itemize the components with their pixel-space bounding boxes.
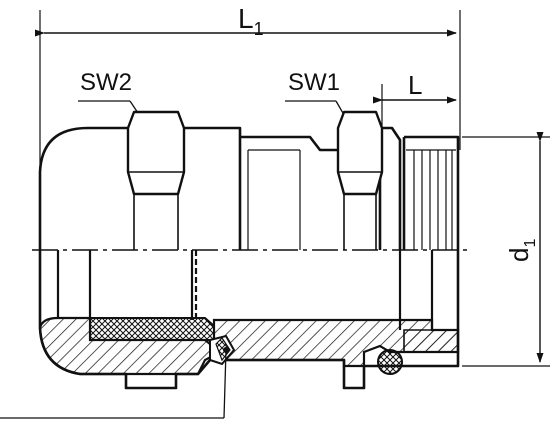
thread-length-label: L	[408, 70, 422, 100]
dimension-thread-length	[373, 84, 457, 130]
nut-hex-flat	[126, 110, 186, 250]
body-hex-flat	[336, 110, 384, 250]
thread-lines	[406, 149, 456, 250]
dimension-thread-diameter	[462, 132, 550, 367]
overall-length-label: L1	[238, 3, 264, 39]
thread-diameter-label: d1	[504, 239, 539, 262]
body-flat-lines	[247, 149, 301, 250]
external-view	[38, 126, 460, 250]
seal-leader	[0, 347, 229, 419]
wrench-size-sw2-label: SW2	[80, 69, 132, 96]
wrench-size-sw1-label: SW1	[288, 69, 340, 96]
o-ring	[377, 349, 403, 375]
thread-section-hatch	[403, 329, 459, 353]
seal-insert	[89, 317, 215, 341]
